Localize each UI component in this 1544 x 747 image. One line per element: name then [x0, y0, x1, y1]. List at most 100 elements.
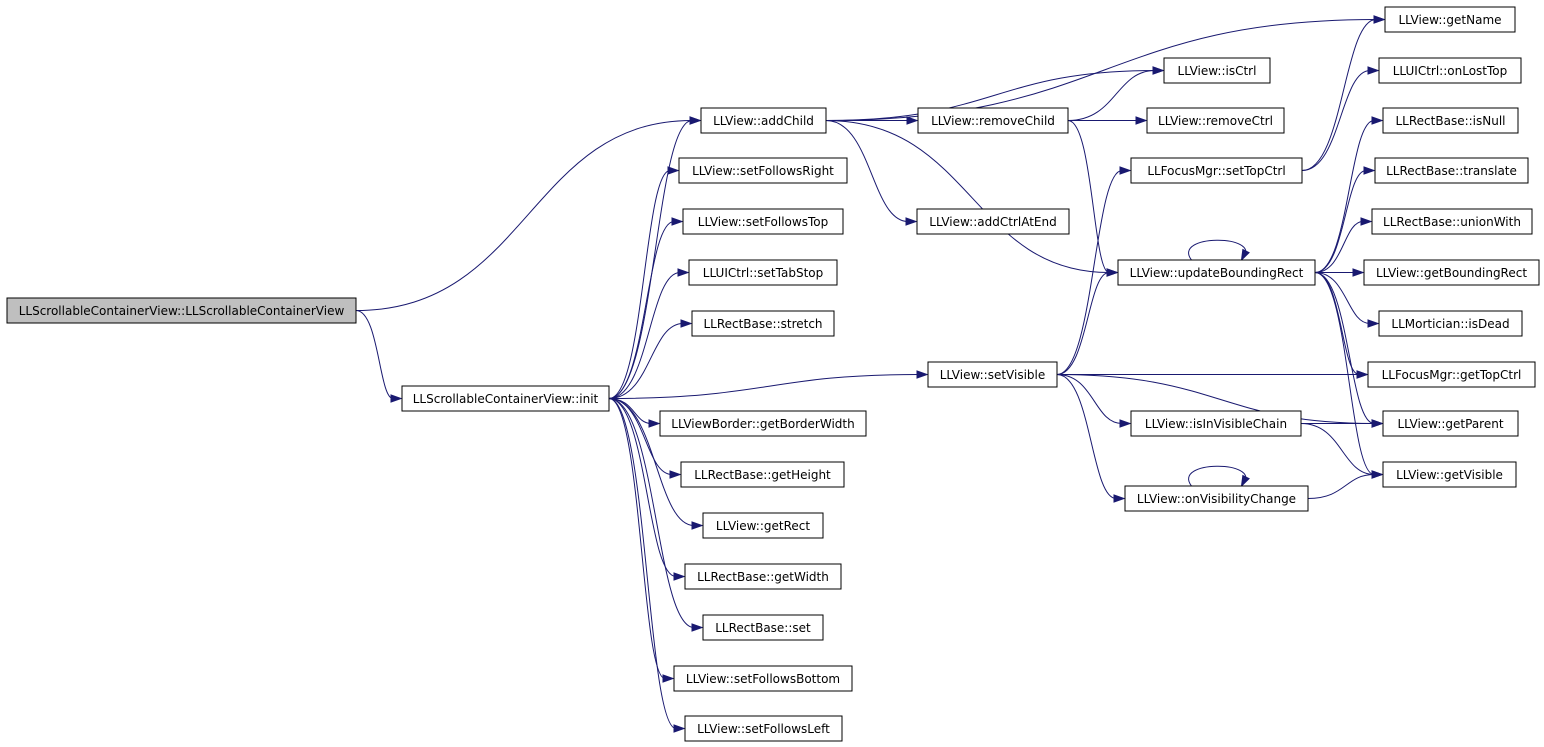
- arrowhead: [905, 217, 918, 226]
- edge-line: [1314, 272, 1360, 375]
- node-label: LLScrollableContainerView::init: [413, 392, 599, 406]
- edge-line: [825, 120, 1110, 273]
- edge-isInVisibleChain-to-getVisible: [1300, 423, 1384, 479]
- edge-removeChild-to-updateBoundingRect: [1067, 120, 1119, 277]
- edge-addChild-to-getName: [825, 15, 1386, 121]
- node-box: [1367, 361, 1536, 388]
- node-setFollowsLeft[interactable]: LLView::setFollowsLeft: [684, 715, 843, 742]
- node-box: [682, 208, 844, 235]
- node-box: [1163, 57, 1271, 84]
- node-label: LLView::removeChild: [931, 114, 1055, 128]
- edge-line: [1314, 120, 1375, 273]
- node-updateBoundingRect[interactable]: LLView::updateBoundingRect: [1117, 259, 1316, 286]
- node-translate[interactable]: LLRectBase::translate: [1374, 157, 1529, 184]
- arrowhead: [1119, 166, 1132, 175]
- node-label: LLView::setVisible: [940, 368, 1046, 382]
- node-box: [1378, 57, 1522, 84]
- node-isDead[interactable]: LLMortician::isDead: [1378, 310, 1523, 337]
- node-getWidth[interactable]: LLRectBase::getWidth: [684, 563, 842, 590]
- node-isCtrl[interactable]: LLView::isCtrl: [1163, 57, 1271, 84]
- node-setTabStop[interactable]: LLUICtrl::setTabStop: [688, 259, 838, 286]
- node-setFollowsTop[interactable]: LLView::setFollowsTop: [682, 208, 844, 235]
- arrowhead: [1371, 116, 1384, 125]
- edge-line: [825, 19, 1377, 121]
- edge-line: [1056, 374, 1117, 499]
- arrowhead: [669, 470, 682, 479]
- node-init[interactable]: LLScrollableContainerView::init: [401, 385, 610, 412]
- edge-updateBoundingRect-to-unionWith: [1314, 217, 1373, 273]
- edge-line: [825, 70, 1156, 121]
- node-getBoundingRect[interactable]: LLView::getBoundingRect: [1363, 259, 1540, 286]
- arrowhead: [673, 724, 686, 733]
- node-label: LLRectBase::translate: [1386, 164, 1517, 178]
- node-box: [1117, 259, 1316, 286]
- edge-line: [608, 170, 671, 399]
- node-root[interactable]: LLScrollableContainerView::LLScrollableC…: [6, 297, 357, 324]
- node-box: [680, 461, 845, 488]
- edge-updateBoundingRect-to-isDead: [1314, 272, 1380, 328]
- node-onLostTop[interactable]: LLUICtrl::onLostTop: [1378, 57, 1522, 84]
- node-label: LLScrollableContainerView::LLScrollableC…: [19, 304, 345, 318]
- node-unionWith[interactable]: LLRectBase::unionWith: [1371, 208, 1533, 235]
- arrowhead: [1135, 116, 1148, 125]
- arrowhead: [680, 319, 693, 328]
- edge-init-to-setFollowsLeft: [608, 398, 686, 733]
- arrowhead: [1363, 166, 1376, 175]
- node-removeCtrl[interactable]: LLView::removeCtrl: [1146, 107, 1285, 134]
- edge-line: [355, 120, 693, 311]
- node-label: LLView::onVisibilityChange: [1137, 492, 1296, 506]
- node-label: LLRectBase::set: [715, 621, 811, 635]
- node-getVisible[interactable]: LLView::getVisible: [1382, 461, 1517, 488]
- node-label: LLView::addChild: [713, 114, 814, 128]
- node-getTopCtrl[interactable]: LLFocusMgr::getTopCtrl: [1367, 361, 1536, 388]
- node-isInVisibleChain[interactable]: LLView::isInVisibleChain: [1130, 410, 1302, 437]
- node-getParent[interactable]: LLView::getParent: [1382, 410, 1519, 437]
- arrowhead: [916, 370, 929, 379]
- node-removeChild[interactable]: LLView::removeChild: [917, 107, 1069, 134]
- node-setFollowsBottom[interactable]: LLView::setFollowsBottom: [673, 665, 853, 692]
- edge-line: [355, 310, 394, 399]
- node-isNull[interactable]: LLRectBase::isNull: [1382, 107, 1519, 134]
- node-box: [1124, 485, 1309, 512]
- node-box: [1130, 157, 1303, 184]
- node-addCtrlAtEnd[interactable]: LLView::addCtrlAtEnd: [916, 208, 1070, 235]
- edge-line: [1300, 423, 1375, 475]
- node-label: LLView::getBoundingRect: [1376, 266, 1527, 280]
- node-box: [659, 410, 867, 437]
- edge-line: [1056, 374, 1375, 424]
- edge-init-to-setFollowsBottom: [608, 398, 675, 683]
- arrowhead: [1119, 419, 1132, 428]
- node-box: [6, 297, 357, 324]
- node-label: LLView::isInVisibleChain: [1145, 417, 1287, 431]
- edge-init-to-set: [608, 398, 704, 632]
- edge-line: [1307, 474, 1375, 499]
- node-setFollowsRight[interactable]: LLView::setFollowsRight: [678, 157, 848, 184]
- node-stretch[interactable]: LLRectBase::stretch: [691, 310, 835, 337]
- arrowhead: [677, 268, 690, 277]
- node-box: [678, 157, 848, 184]
- edge-updateBoundingRect-to-getParent: [1314, 272, 1384, 428]
- node-getBorderWidth[interactable]: LLViewBorder::getBorderWidth: [659, 410, 867, 437]
- node-box: [702, 614, 824, 641]
- node-setVisible[interactable]: LLView::setVisible: [927, 361, 1058, 388]
- arrowhead: [667, 166, 680, 175]
- edge-line: [1301, 70, 1371, 171]
- node-getHeight[interactable]: LLRectBase::getHeight: [680, 461, 845, 488]
- arrowhead: [1371, 470, 1384, 479]
- node-onVisibilityChange[interactable]: LLView::onVisibilityChange: [1124, 485, 1309, 512]
- node-addChild[interactable]: LLView::addChild: [700, 107, 827, 134]
- edge-updateBoundingRect-to-updateBoundingRect: [1188, 239, 1250, 262]
- node-label: LLFocusMgr::setTopCtrl: [1147, 164, 1285, 178]
- node-set[interactable]: LLRectBase::set: [702, 614, 824, 641]
- edge-line: [608, 398, 677, 729]
- edge-line: [825, 120, 909, 222]
- node-getRect[interactable]: LLView::getRect: [702, 512, 824, 539]
- node-label: LLFocusMgr::getTopCtrl: [1382, 368, 1522, 382]
- node-setTopCtrl[interactable]: LLFocusMgr::setTopCtrl: [1130, 157, 1303, 184]
- arrowhead: [1352, 268, 1365, 277]
- node-getName[interactable]: LLView::getName: [1384, 6, 1516, 33]
- arrowhead: [1373, 15, 1386, 24]
- arrowhead: [1240, 248, 1250, 262]
- node-label: LLView::getParent: [1397, 417, 1503, 431]
